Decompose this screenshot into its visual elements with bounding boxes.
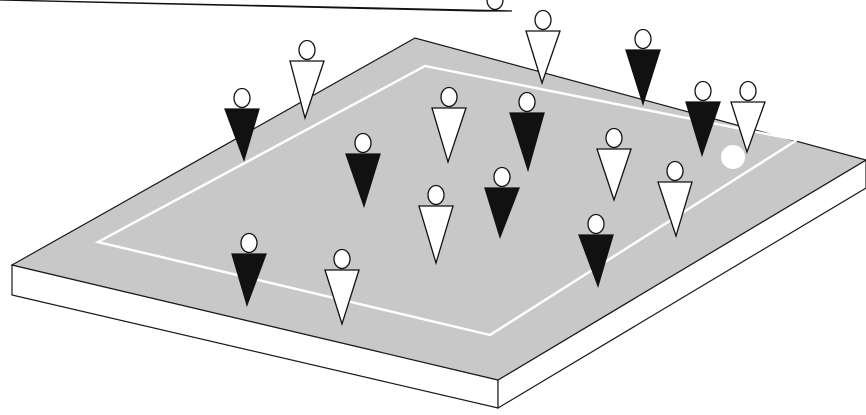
player-head bbox=[494, 168, 510, 187]
ball-layer bbox=[721, 145, 745, 169]
player-dark-icon bbox=[626, 30, 660, 105]
player-head bbox=[334, 250, 350, 269]
player-head bbox=[234, 89, 250, 108]
player-head bbox=[428, 186, 444, 205]
player-head bbox=[355, 134, 371, 153]
player-head bbox=[740, 82, 756, 101]
player-head bbox=[635, 30, 651, 49]
player-head bbox=[487, 0, 503, 10]
player-head bbox=[441, 88, 457, 107]
player-head bbox=[606, 129, 622, 148]
player-head bbox=[667, 162, 683, 181]
player-head bbox=[695, 82, 711, 101]
player-head bbox=[519, 93, 535, 112]
player-body bbox=[0, 0, 512, 11]
player-head bbox=[588, 215, 604, 234]
player-dark-icon bbox=[0, 0, 512, 11]
player-head bbox=[299, 41, 315, 60]
player-head bbox=[241, 234, 257, 253]
player-head bbox=[535, 11, 551, 30]
ball-icon bbox=[721, 145, 745, 169]
